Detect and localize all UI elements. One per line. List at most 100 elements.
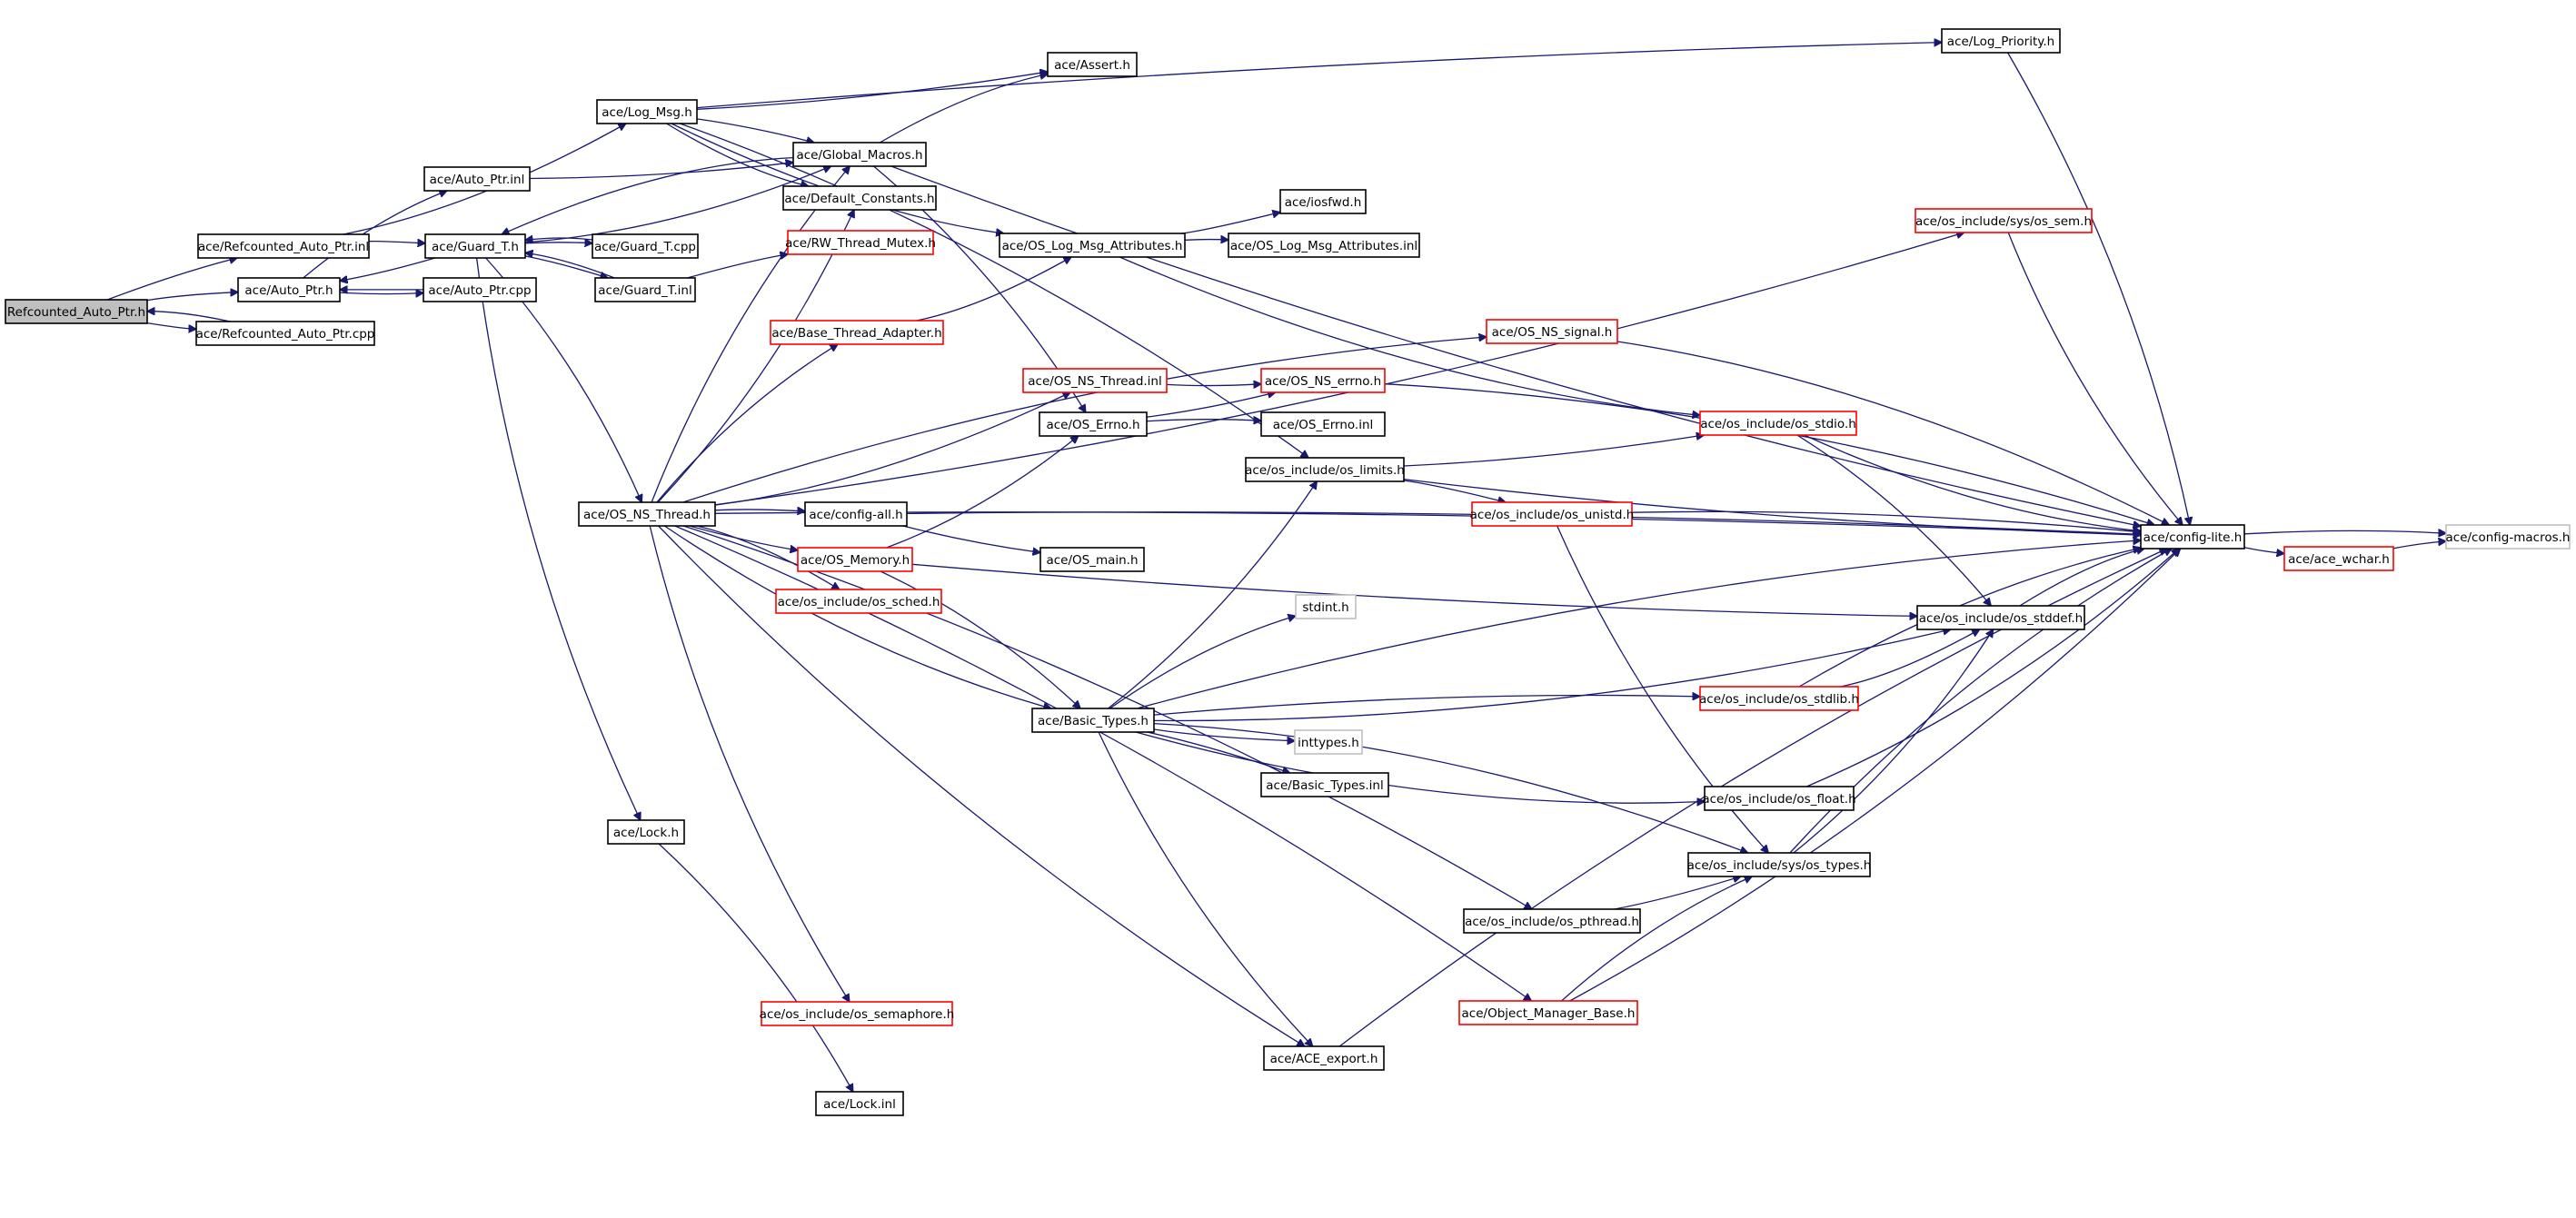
node-iosfwd[interactable]: ace/iosfwd.h <box>1279 189 1367 214</box>
node-box <box>1279 189 1367 214</box>
node-label: ace/Auto_Ptr.cpp <box>428 283 531 298</box>
node-os-pthread[interactable]: ace/os_include/os_pthread.h <box>1463 908 1641 934</box>
node-label: ace/OS_Log_Msg_Attributes.h <box>1002 239 1183 253</box>
edge-log_priority-to-config_lite <box>2007 52 2191 525</box>
node-ace-export[interactable]: ace/ACE_export.h <box>1263 1045 1385 1071</box>
node-box <box>1260 411 1386 437</box>
edge-rap_cpp-to-root <box>147 312 231 322</box>
node-os-log-msg-attr[interactable]: ace/OS_Log_Msg_Attributes.h <box>999 233 1186 258</box>
node-os-semaphore[interactable]: ace/os_include/os_semaphore.h <box>760 1001 955 1026</box>
edge-os_stdio-to-os_stddef <box>1796 434 1991 606</box>
node-default-constants[interactable]: ace/Default_Constants.h <box>782 185 937 211</box>
node-object-manager-base[interactable]: ace/Object_Manager_Base.h <box>1458 1000 1638 1025</box>
node-config-macros[interactable]: ace/config-macros.h <box>2445 524 2571 550</box>
node-guard-h[interactable]: ace/Guard_T.h <box>424 233 526 259</box>
node-lock-h[interactable]: ace/Lock.h <box>607 819 685 845</box>
node-os-sched[interactable]: ace/os_include/os_sched.h <box>775 589 942 614</box>
node-box <box>792 142 927 167</box>
node-os-memory[interactable]: ace/OS_Memory.h <box>797 547 913 572</box>
node-label: ace/os_include/os_stddef.h <box>1919 611 2083 626</box>
node-box <box>1915 208 2093 233</box>
node-label: ace/Auto_Ptr.inl <box>430 173 525 187</box>
node-rw-mutex[interactable]: ace/RW_Thread_Mutex.h <box>785 230 936 255</box>
node-auto-ptr-h[interactable]: ace/Auto_Ptr.h <box>237 277 341 302</box>
node-guard-cpp[interactable]: ace/Guard_T.cpp <box>592 233 699 259</box>
node-box <box>578 501 716 527</box>
node-auto-ptr-inl[interactable]: ace/Auto_Ptr.inl <box>423 166 531 192</box>
node-box <box>195 321 375 346</box>
node-os-ns-thread-inl[interactable]: ace/OS_NS_Thread.inl <box>1022 368 1168 393</box>
node-auto-ptr-cpp[interactable]: ace/Auto_Ptr.cpp <box>423 277 537 302</box>
edge-basic_types_h-to-inttypes <box>1153 728 1295 741</box>
node-os-main[interactable]: ace/OS_main.h <box>1039 547 1145 572</box>
edge-object_manager_base-to-config_lite <box>1569 549 2181 1002</box>
node-os-ns-errno[interactable]: ace/OS_NS_errno.h <box>1260 368 1386 393</box>
node-os-stddef[interactable]: ace/os_include/os_stddef.h <box>1916 605 2085 630</box>
node-label: ace/os_include/os_float.h <box>1702 792 1855 807</box>
node-box <box>1039 411 1148 437</box>
node-basic-types-inl[interactable]: ace/Basic_Types.inl <box>1260 772 1389 797</box>
node-os-stdio[interactable]: ace/os_include/os_stdio.h <box>1699 411 1857 436</box>
node-box <box>782 185 937 211</box>
node-box <box>1260 368 1386 393</box>
node-assert[interactable]: ace/Assert.h <box>1047 52 1138 77</box>
node-stdint[interactable]: stdint.h <box>1295 594 1357 619</box>
node-os-sem[interactable]: ace/os_include/sys/os_sem.h <box>1915 208 2093 233</box>
edge-os_ns_signal-to-config_lite <box>1616 341 2169 525</box>
node-rap-cpp[interactable]: ace/Refcounted_Auto_Ptr.cpp <box>195 321 375 346</box>
node-log-msg[interactable]: ace/Log_Msg.h <box>596 99 698 124</box>
node-box <box>1687 852 1871 877</box>
edge-os_ns_thread_h-to-os_memory <box>689 525 798 550</box>
edge-os_ns_thread_h-to-object_manager_base <box>674 525 1532 1001</box>
node-global-macros[interactable]: ace/Global_Macros.h <box>792 142 927 167</box>
node-config-lite[interactable]: ace/config-lite.h <box>2140 524 2245 550</box>
node-box <box>804 501 908 527</box>
node-os-ns-thread-h[interactable]: ace/OS_NS_Thread.h <box>578 501 716 527</box>
edge-basic_types_h-to-os_stddef <box>1153 629 1951 722</box>
node-os-errno-inl[interactable]: ace/OS_Errno.inl <box>1260 411 1386 437</box>
node-label: ace/Default_Constants.h <box>784 192 934 206</box>
node-label: ace/Guard_T.h <box>432 240 519 254</box>
node-os-errno-h[interactable]: ace/OS_Errno.h <box>1039 411 1148 437</box>
edges-layer <box>107 43 2446 1092</box>
node-label: ace/Base_Thread_Adapter.h <box>771 326 941 341</box>
node-label: ace/config-lite.h <box>2143 530 2243 545</box>
node-rap-inl[interactable]: ace/Refcounted_Auto_Ptr.inl <box>197 233 370 259</box>
edge-os_ns_thread_h-to-os_sched <box>696 525 840 589</box>
node-log-priority[interactable]: ace/Log_Priority.h <box>1941 28 2061 54</box>
node-box <box>423 277 537 302</box>
edge-os_stdlib-to-os_stddef <box>1840 629 1980 688</box>
edge-lock_h-to-lock_inl <box>658 843 853 1092</box>
node-box <box>1458 1000 1638 1025</box>
edge-guard_h-to-guard_inl <box>524 255 608 278</box>
node-label: ace/OS_NS_errno.h <box>1265 374 1381 389</box>
nodes-layer: Refcounted_Auto_Ptr.hace/Refcounted_Auto… <box>5 28 2571 1116</box>
node-os-ns-signal[interactable]: ace/OS_NS_signal.h <box>1486 319 1618 344</box>
node-basic-types-h[interactable]: ace/Basic_Types.h <box>1031 708 1155 733</box>
node-box <box>592 233 699 259</box>
node-inttypes[interactable]: inttypes.h <box>1294 729 1363 755</box>
node-box <box>423 166 531 192</box>
node-box <box>775 589 942 614</box>
edge-os_log_msg_attr-to-os_log_msg_attr_inl <box>1184 240 1228 241</box>
node-label: ace/ace_wchar.h <box>2288 552 2390 567</box>
node-os-float[interactable]: ace/os_include/os_float.h <box>1702 786 1856 811</box>
node-os-stdlib[interactable]: ace/os_include/os_stdlib.h <box>1699 686 1859 711</box>
node-lock-inl[interactable]: ace/Lock.inl <box>815 1091 904 1116</box>
node-box <box>1699 411 1857 436</box>
edge-auto_ptr_h-to-auto_ptr_inl <box>303 191 447 279</box>
node-os-types[interactable]: ace/os_include/sys/os_types.h <box>1687 852 1872 877</box>
node-os-unistd[interactable]: ace/os_include/os_unistd.h <box>1470 501 1635 527</box>
node-os-limits[interactable]: ace/os_include/os_limits.h <box>1245 457 1405 482</box>
node-box <box>1916 605 2085 630</box>
edge-log_msg-to-os_log_msg_attr <box>671 123 1004 233</box>
node-box <box>815 1091 904 1116</box>
node-os-log-msg-attr-inl[interactable]: ace/OS_Log_Msg_Attributes.inl <box>1228 233 1420 258</box>
node-ace-wchar[interactable]: ace/ace_wchar.h <box>2283 546 2394 571</box>
node-label: ace/OS_NS_signal.h <box>1492 325 1613 340</box>
node-box <box>1047 52 1138 77</box>
node-config-all[interactable]: ace/config-all.h <box>804 501 908 527</box>
node-guard-inl[interactable]: ace/Guard_T.inl <box>594 277 696 302</box>
node-base-thread-adapter[interactable]: ace/Base_Thread_Adapter.h <box>770 320 944 345</box>
node-box <box>1471 501 1633 527</box>
